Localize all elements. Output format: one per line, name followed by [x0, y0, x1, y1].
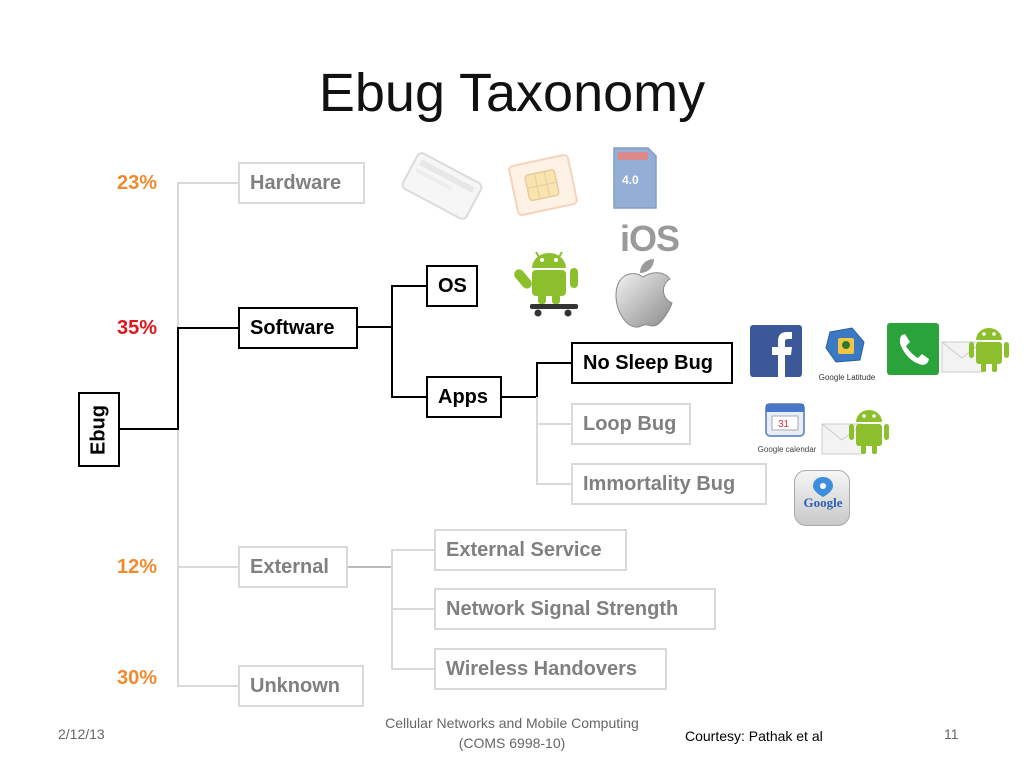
node-external: External: [238, 546, 348, 588]
unknown-percent: 30%: [116, 667, 157, 689]
hardware-percent: 23%: [116, 172, 157, 194]
facebook-icon: [750, 325, 802, 377]
node-immortality-bug: Immortality Bug: [571, 463, 767, 505]
android-mail-icon: [941, 328, 1009, 373]
google-calendar-label: Google calendar: [757, 445, 817, 454]
slide-title: Ebug Taxonomy: [318, 63, 706, 123]
google-calendar-icon: 31 Google calendar: [756, 400, 818, 456]
footer-course-line2: (COMS 6998-10): [458, 735, 566, 751]
google-latitude-label: Google Latitude: [818, 373, 876, 382]
node-wireless-handovers: Wireless Handovers: [434, 648, 667, 690]
node-no-sleep-bug: No Sleep Bug: [571, 342, 733, 384]
footer-course-line1: Cellular Networks and Mobile Computing: [385, 715, 639, 731]
ios-logo-icon: iOS: [620, 218, 680, 259]
sim-card-icon: [508, 154, 578, 216]
node-external-service: External Service: [434, 529, 627, 571]
node-network-signal-strength: Network Signal Strength: [434, 588, 716, 630]
node-hardware: Hardware: [238, 162, 365, 204]
node-loop-bug: Loop Bug: [571, 403, 691, 445]
root-label: Ebug: [87, 404, 110, 455]
node-unknown: Unknown: [238, 665, 364, 707]
node-apps: Apps: [426, 376, 502, 418]
node-os: OS: [426, 265, 478, 307]
phone-app-icon: [887, 323, 939, 375]
google-latitude-icon: Google Latitude: [812, 324, 882, 384]
battery-icon: [401, 152, 483, 220]
footer-date: 2/12/13: [58, 726, 105, 742]
sd-card-capacity: 4.0: [622, 173, 639, 187]
footer-page-number: 11: [944, 726, 959, 742]
footer-course: Cellular Networks and Mobile Computing (…: [340, 713, 684, 753]
external-percent: 12%: [116, 556, 157, 578]
apple-logo-icon: [615, 259, 673, 328]
android-mail-icon-2: [821, 410, 889, 455]
software-percent: 35%: [116, 317, 157, 339]
android-skateboard-icon: [514, 251, 578, 317]
google-maps-icon: Google: [794, 470, 850, 526]
footer-courtesy: Courtesy: Pathak et al: [685, 728, 823, 744]
sd-card-icon: 4.0: [613, 147, 657, 209]
node-software: Software: [238, 307, 358, 349]
google-maps-label: Google: [803, 495, 843, 510]
svg-text:31: 31: [778, 419, 790, 430]
root-node-ebug: Ebug: [78, 392, 120, 467]
